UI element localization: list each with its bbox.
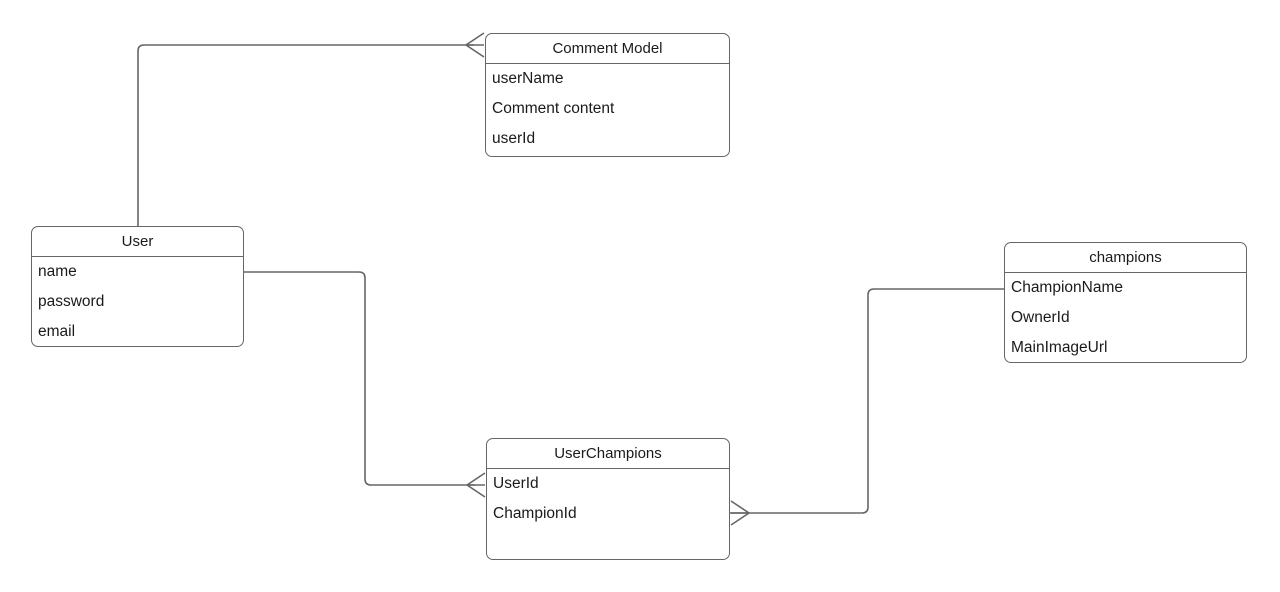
attribute-row: MainImageUrl [1011,339,1108,356]
relationship-user-champions-to-champions[interactable] [730,288,1004,526]
attribute-row: Comment content [492,100,615,117]
relationship-line [244,271,475,486]
entity-attributes: name password email [32,257,243,346]
entity-title: Comment Model [486,34,729,64]
entity-comment-model[interactable]: Comment Model userName Comment content u… [485,33,730,157]
entity-champions[interactable]: champions ChampionName OwnerId MainImage… [1004,242,1247,363]
attribute-row: UserId [493,475,539,492]
entity-title: UserChampions [487,439,729,469]
crows-foot-icon [465,472,486,498]
entity-user[interactable]: User name password email [31,226,244,347]
entity-attributes: UserId ChampionId [487,469,729,559]
entity-attributes: ChampionName OwnerId MainImageUrl [1005,273,1246,362]
relationship-line [730,288,1004,514]
relationship-line [137,44,474,226]
attribute-row: password [38,293,105,310]
attribute-row: OwnerId [1011,309,1070,326]
entity-user-champions[interactable]: UserChampions UserId ChampionId [486,438,730,560]
attribute-row: email [38,323,76,340]
relationship-user-to-comment-model[interactable] [137,32,485,226]
attribute-row: name [38,263,77,280]
attribute-row: userName [492,70,564,87]
entity-title: User [32,227,243,257]
crows-foot-icon [730,500,751,526]
attribute-row: userId [492,130,536,147]
crows-foot-icon [464,32,485,58]
attribute-row: ChampionId [493,505,577,522]
entity-attributes: userName Comment content userId [486,64,729,154]
relationship-user-to-user-champions[interactable] [244,271,486,498]
attribute-row: ChampionName [1011,279,1123,296]
attribute-row-empty [487,529,729,559]
entity-title: champions [1005,243,1246,273]
